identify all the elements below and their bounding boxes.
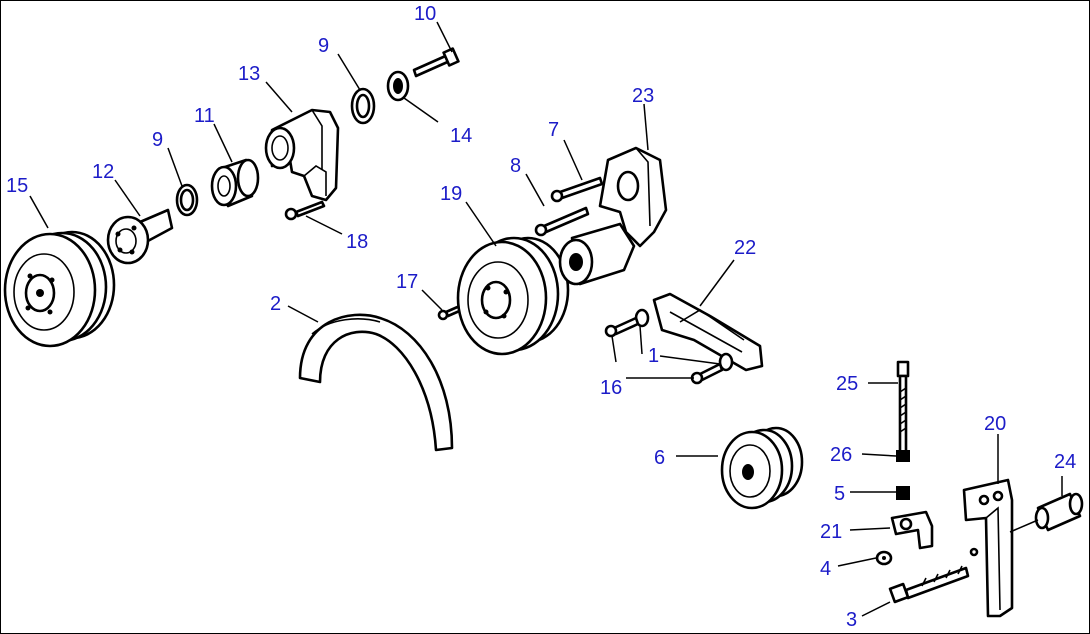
callout-20: 20 (984, 413, 1006, 435)
clip-21 (890, 510, 934, 550)
callout-25: 25 (836, 373, 858, 395)
pulley-19 (456, 236, 570, 356)
bolt-25 (896, 360, 910, 462)
callout-8: 8 (510, 155, 521, 177)
bolt-7 (550, 176, 604, 203)
callout-23: 23 (632, 85, 654, 107)
callout-26: 26 (830, 444, 852, 466)
pulley-15 (3, 230, 116, 348)
bolt-10 (412, 47, 460, 78)
callout-9-upper: 9 (318, 35, 329, 57)
tensioner-body (558, 222, 636, 286)
callout-3: 3 (846, 609, 857, 631)
callout-2: 2 (270, 293, 281, 315)
adjust-bracket-22 (652, 292, 764, 372)
housing-13 (264, 108, 340, 202)
nut-26 (896, 450, 910, 462)
callout-24: 24 (1054, 451, 1076, 473)
callout-9-lower: 9 (152, 129, 163, 151)
leader-lines (29, 21, 1063, 617)
nut-4 (875, 550, 893, 566)
bolt-3 (888, 565, 970, 604)
bracket-23 (598, 146, 668, 248)
callout-12: 12 (92, 161, 114, 183)
washer-14 (386, 70, 410, 102)
callout-5: 5 (834, 483, 845, 505)
callout-10: 10 (414, 3, 436, 25)
bolt-18 (284, 200, 326, 221)
callout-22: 22 (734, 237, 756, 259)
callout-4: 4 (820, 558, 831, 580)
callout-6: 6 (654, 447, 665, 469)
callout-labels: 10 9 13 14 11 9 12 15 18 23 7 8 19 22 17… (6, 3, 1076, 631)
callout-17: 17 (396, 271, 418, 293)
callout-7: 7 (548, 119, 559, 141)
bolt-8 (534, 206, 590, 237)
callout-14: 14 (450, 125, 472, 147)
callout-15: 15 (6, 175, 28, 197)
nut-5 (896, 486, 910, 500)
bearing-11 (210, 158, 260, 208)
callout-19: 19 (440, 183, 462, 205)
spacer-24 (1034, 492, 1084, 532)
hub-12 (106, 208, 174, 265)
bracket-20 (962, 478, 1014, 618)
callout-16: 16 (600, 377, 622, 399)
callout-11: 11 (194, 105, 215, 127)
snap-ring-9-upper (350, 87, 376, 125)
callout-21: 21 (820, 521, 842, 543)
callout-1: 1 (648, 345, 659, 367)
callout-18: 18 (346, 231, 368, 253)
snap-ring-9-lower (175, 183, 199, 217)
callout-13: 13 (238, 63, 260, 85)
belt-2 (298, 313, 454, 452)
idler-pulley-6 (720, 426, 804, 510)
